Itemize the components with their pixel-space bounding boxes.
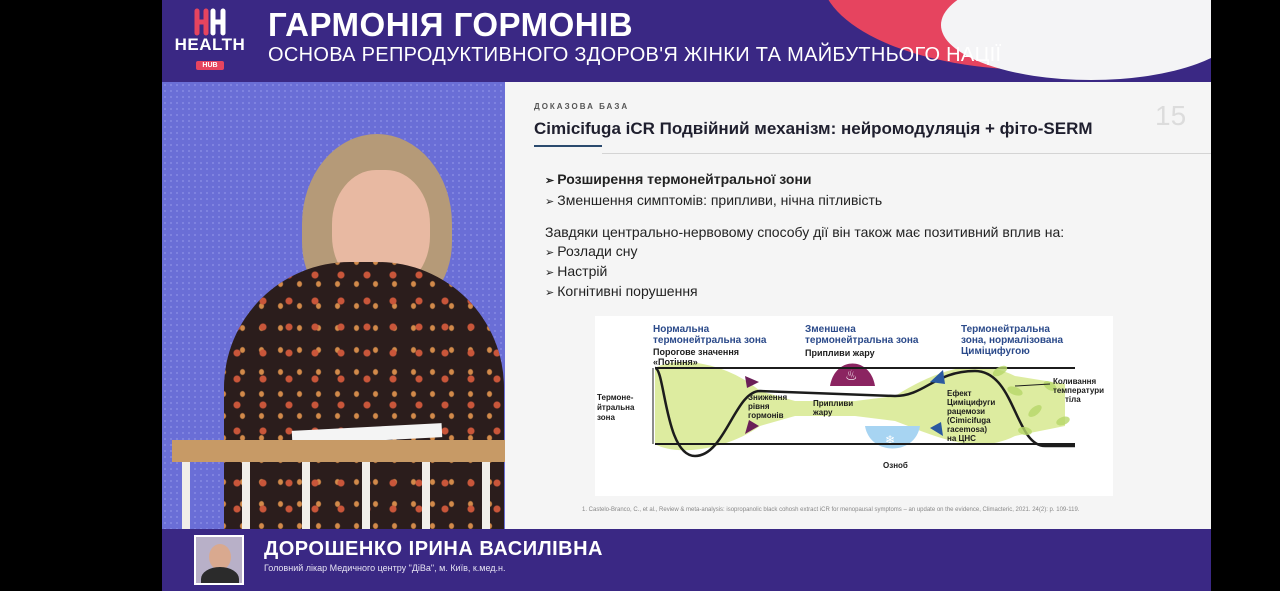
effect-label-6: на ЦНС [947,434,976,443]
event-title: ГАРМОНІЯ ГОРМОНІВ [268,6,634,43]
bullet-item: Зменшення симптомів: припливи, нічна піт… [545,191,882,212]
bullet-item: Настрій [545,262,698,282]
diagram-svg: ♨ ❄ [597,324,1104,470]
temp-label-1: Коливання [1053,377,1096,386]
avatar [194,535,244,585]
col3-title-1: Термонейтральна [961,324,1050,335]
speaker-desk [172,440,505,462]
decor-shape-white [941,0,1211,80]
col2-sub: Припливи жару [805,348,875,358]
col1-title-2: термонейтральна зона [653,335,767,346]
col3-title-3: Циміцифугою [961,345,1030,357]
slide-title: Cimicifuga iCR Подвійний механізм: нейро… [534,119,1093,138]
logo-word: HEALTH [174,35,246,54]
col1-sub-1: Порогове значення [653,347,739,357]
upper-curve [654,366,1075,458]
title-underline [534,145,602,147]
bullet-item: Розлади сну [545,242,698,262]
speaker-lower-third: ДОРОШЕНКО ІРИНА ВАСИЛІВНА Головний лікар… [162,529,1211,591]
hormone-label-3: гормонів [748,411,784,420]
lead-text: Завдяки центрально-нервовому способу дії… [545,224,1065,240]
hormone-label-1: Зниження [748,393,787,402]
slide-footnote: 1. Castelo-Branco, C., et al., Review & … [582,507,1080,513]
left-label-1: Термоне- [597,393,634,402]
zone-fill-green [655,361,1065,451]
header-banner: HEALTH HUB ГАРМОНІЯ ГОРМОНІВ ОСНОВА РЕПР… [162,0,1211,82]
arrow-right-icon [930,370,945,384]
col1-title-1: Нормальна [653,324,710,335]
effect-label-3: рацемози [947,407,985,416]
hot-label-1: Припливи [813,399,853,408]
speaker-video [162,82,505,529]
presentation-slide: ДОКАЗОВА БАЗА 15 Cimicifuga iCR Подвійни… [505,82,1211,529]
speaker-name: ДОРОШЕНКО ІРИНА ВАСИЛІВНА [264,538,603,560]
title-divider [602,153,1211,154]
slide-number: 15 [1155,100,1187,131]
left-label-2: йтральна [597,403,635,412]
temp-label-2: температури [1053,386,1104,395]
temp-label-3: тіла [1065,395,1081,404]
col1-sub-2: «Потіння» [653,357,698,367]
svg-text:Порогове значення«Потіння»: Порогове значення«Потіння» [653,347,739,367]
logo-mark-icon [194,8,226,36]
effect-pointer [1014,383,1051,387]
col2-title-2: термонейтральна зона [805,335,919,346]
desk-legs [182,462,502,529]
effects-bullets: Розлади сну Настрій Когнітивні порушення [545,242,698,302]
event-subtitle: ОСНОВА РЕПРОДУКТИВНОГО ЗДОРОВ'Я ЖІНКИ ТА… [268,44,1002,66]
hormone-label-2: рівня [748,402,770,411]
hot-bump [830,363,875,386]
bullet-item: Когнітивні порушення [545,282,697,302]
hot-label-2: жару [812,408,833,417]
effect-label-5: racemosa) [947,425,987,434]
snowflake-icon: ❄ [885,433,895,447]
effect-label-1: Ефект [947,389,972,398]
arrow-up-icon [745,420,759,434]
arrow-down-icon [745,376,759,388]
chill-bump [865,426,920,449]
chill-label: Озноб [883,461,908,470]
col3-title-2: зона, нормалізована [961,335,1064,346]
left-label-3: зона [597,413,615,422]
flame-icon: ♨ [845,367,858,383]
speaker-role: Головний лікар Медичного центру "ДіВа", … [264,563,506,573]
logo-sub: HUB [196,61,224,70]
main-bullets: Розширення термонейтральної зони Зменшен… [545,170,882,212]
arrow-right-icon [930,422,943,436]
broadcast-frame: HEALTH HUB ГАРМОНІЯ ГОРМОНІВ ОСНОВА РЕПР… [162,0,1211,591]
slide-kicker: ДОКАЗОВА БАЗА [534,102,630,111]
thermoneutral-zone-diagram: ♨ ❄ [595,316,1113,496]
bullet-item: Розширення термонейтральної зони [545,170,882,191]
effect-label-2: Циміцифуги [947,398,995,407]
health-hub-logo: HEALTH HUB [174,8,246,70]
plant-decor [992,365,1070,436]
col2-title-1: Зменшена [805,324,856,335]
effect-label-4: (Cimicifuga [947,416,991,425]
